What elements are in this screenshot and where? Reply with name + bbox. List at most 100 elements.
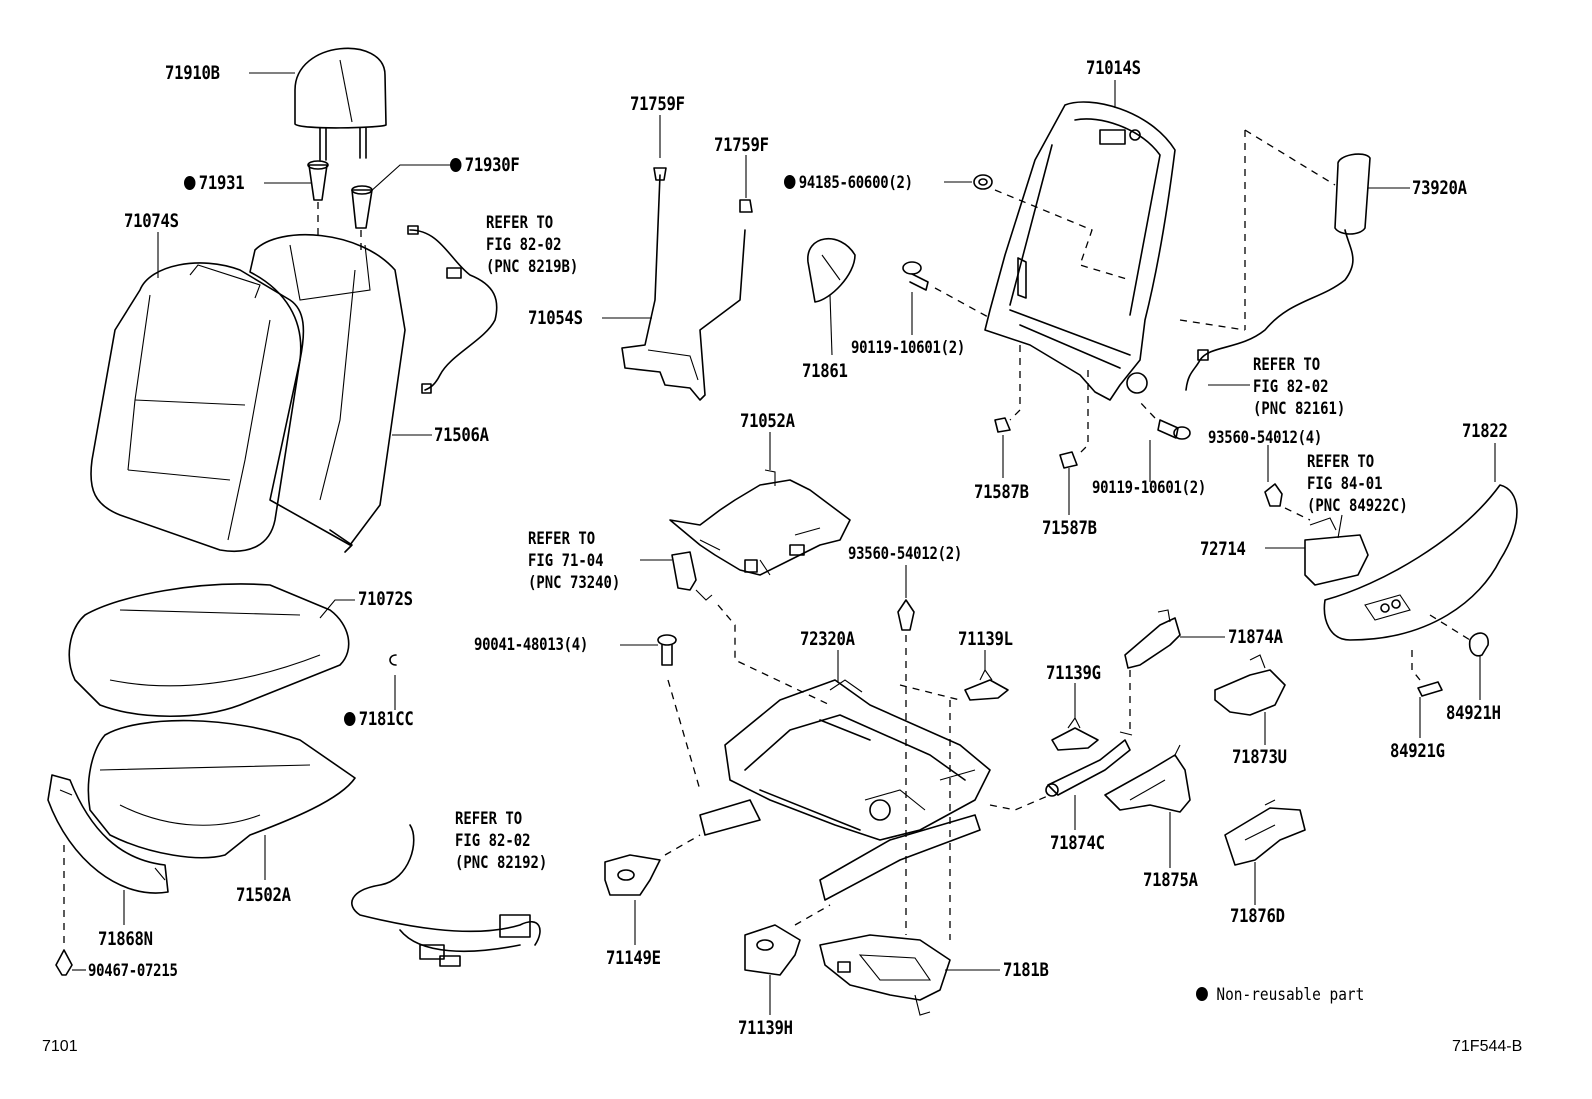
part-label-71874C: 71874C [1050, 832, 1105, 854]
bracket-71874A-drawing [1124, 609, 1181, 730]
wire-71054S-drawing [621, 167, 753, 401]
nut-94185-drawing [973, 174, 993, 190]
part-label-73920A: 73920A [1412, 177, 1467, 199]
cover-71139H-drawing [744, 904, 831, 976]
cover-71139L-drawing [964, 668, 1009, 701]
leader-lines [72, 72, 1496, 1015]
part-label-71759F-b: 71759F [714, 134, 769, 156]
cover-71861-drawing [807, 238, 856, 303]
part-label-90041-48013: 90041-48013(4) [474, 635, 589, 655]
page-code: 7101 [42, 1038, 78, 1055]
part-label-93560-54012-2: 93560-54012(2) [848, 544, 963, 564]
bolt-93560-center-drawing [897, 599, 915, 935]
part-label-90119-10601-a: 90119-10601(2) [851, 338, 966, 358]
part-label-71502A: 71502A [236, 884, 291, 906]
seatback-cover-drawing [90, 262, 305, 552]
ref-line: FIG 82-02 [455, 831, 531, 851]
part-label-71868N: 71868N [98, 928, 153, 950]
seat-cushion-pad-drawing [87, 719, 356, 859]
part-label-84921H: 84921H [1446, 702, 1501, 724]
part-label-84921G: 84921G [1390, 740, 1445, 762]
part-label-94185-60600: 94185-60600(2) [784, 172, 913, 194]
part-label-71587B-a: 71587B [974, 481, 1029, 503]
seatback-frame-71014S-drawing [984, 101, 1176, 401]
non-reusable-bullet-icon [1196, 987, 1208, 1001]
ref-line: REFER TO [455, 809, 523, 829]
part-label-71149E: 71149E [606, 947, 661, 969]
ref-line: (PNC 82192) [455, 853, 548, 873]
part-label-71861: 71861 [802, 360, 848, 382]
clip-90467-drawing [55, 845, 73, 976]
part-label-71052A: 71052A [740, 410, 795, 432]
wire-8219B-drawing [407, 225, 498, 394]
ref-line: FIG 82-02 [486, 235, 562, 255]
part-label-72714: 72714 [1200, 538, 1246, 560]
ref-line: REFER TO [1253, 355, 1321, 375]
bracket-71873U-drawing [1214, 654, 1286, 716]
part-label-71875A: 71875A [1143, 869, 1198, 891]
ref-line: (PNC 73240) [528, 573, 621, 593]
buckle-73240-drawing [671, 551, 831, 706]
legend-non-reusable: Non-reusable part [1196, 985, 1364, 1005]
headrest-drawing [294, 47, 387, 161]
non-reusable-marker [784, 175, 796, 189]
knob-84921G-drawing [1411, 650, 1443, 697]
part-label-71506A: 71506A [434, 424, 489, 446]
link-71874C-drawing [1045, 731, 1133, 797]
part-label-71931: 71931 [184, 172, 245, 194]
ref-line: REFER TO [486, 213, 554, 233]
bolt-90119-upper-drawing [902, 261, 991, 319]
bolt-90119-lower-drawing [1137, 399, 1191, 440]
bolt-93560-right-drawing [1264, 483, 1311, 521]
part-label-71876D: 71876D [1230, 905, 1285, 927]
part-label-71587B-b: 71587B [1042, 517, 1097, 539]
part-label-7181B: 7181B [1003, 959, 1049, 981]
cover-71139G-drawing [1051, 716, 1099, 751]
cover-71149E-drawing [604, 834, 701, 896]
bracket-7181B-drawing [819, 700, 951, 1016]
legend-text: Non-reusable part [1216, 985, 1365, 1005]
ref-line: REFER TO [1307, 452, 1375, 472]
figure-code: 71F544-B [1452, 1038, 1523, 1055]
part-label-71873U: 71873U [1232, 746, 1287, 768]
ref-line: FIG 84-01 [1307, 474, 1383, 494]
part-number: 71931 [198, 172, 245, 194]
part-label-7181CC: 7181CC [344, 708, 414, 730]
part-label-71054S: 71054S [528, 307, 583, 329]
part-label-71139H: 71139H [738, 1017, 793, 1039]
part-label-71759F-a: 71759F [630, 93, 685, 115]
ref-line: (PNC 82161) [1253, 399, 1346, 419]
knob-84921H-drawing [1468, 632, 1489, 657]
ref-line: FIG 82-02 [1253, 377, 1329, 397]
wire-82192-drawing [351, 824, 541, 967]
bracket-71052A-drawing [669, 469, 851, 576]
seat-side-shield-drawing [47, 774, 169, 894]
part-label-71874A: 71874A [1228, 626, 1283, 648]
seatback-pad-drawing [249, 233, 406, 553]
ref-line: REFER TO [528, 529, 596, 549]
headrest-guides-drawing [307, 160, 373, 252]
part-label-71822: 71822 [1462, 420, 1508, 442]
part-label-71910B: 71910B [165, 62, 220, 84]
ref-line: (PNC 84922C) [1307, 496, 1408, 516]
part-number: 7181CC [358, 708, 414, 730]
non-reusable-marker [450, 158, 462, 172]
bracket-71875A-drawing [1104, 744, 1191, 813]
shield-71822-drawing [1323, 484, 1518, 641]
ref-line: (PNC 8219B) [486, 257, 579, 277]
ref-line: FIG 71-04 [528, 551, 604, 571]
part-label-72320A: 72320A [800, 628, 855, 650]
part-label-90467-07215: 90467-07215 [88, 961, 178, 981]
bracket-71876D-drawing [1224, 799, 1306, 866]
part-label-90119-10601-b: 90119-10601(2) [1092, 478, 1207, 498]
switch-72714-drawing [1304, 517, 1369, 586]
non-reusable-marker [184, 176, 196, 190]
non-reusable-marker [344, 712, 356, 726]
